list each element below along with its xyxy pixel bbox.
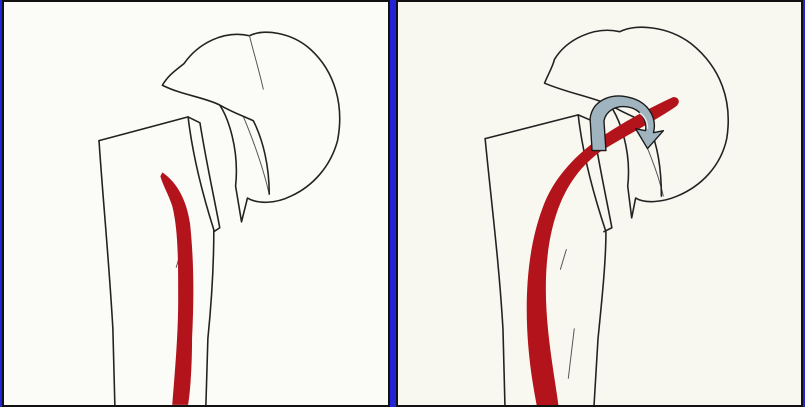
femoral-shaft-outline: [99, 117, 214, 405]
fracture-line: [188, 117, 220, 232]
head-inner-line: [249, 36, 263, 89]
shaft-mark-lower: [568, 329, 574, 379]
shaft-left-edge: [99, 141, 115, 405]
shaft-left-edge: [485, 139, 505, 405]
guide-straight-red: [160, 172, 193, 405]
femur-sketch-after: [398, 2, 801, 405]
panel-before: [2, 0, 390, 407]
femur-sketch-before: [4, 2, 388, 405]
shaft-mark: [560, 250, 566, 270]
panel-after: [396, 0, 803, 407]
